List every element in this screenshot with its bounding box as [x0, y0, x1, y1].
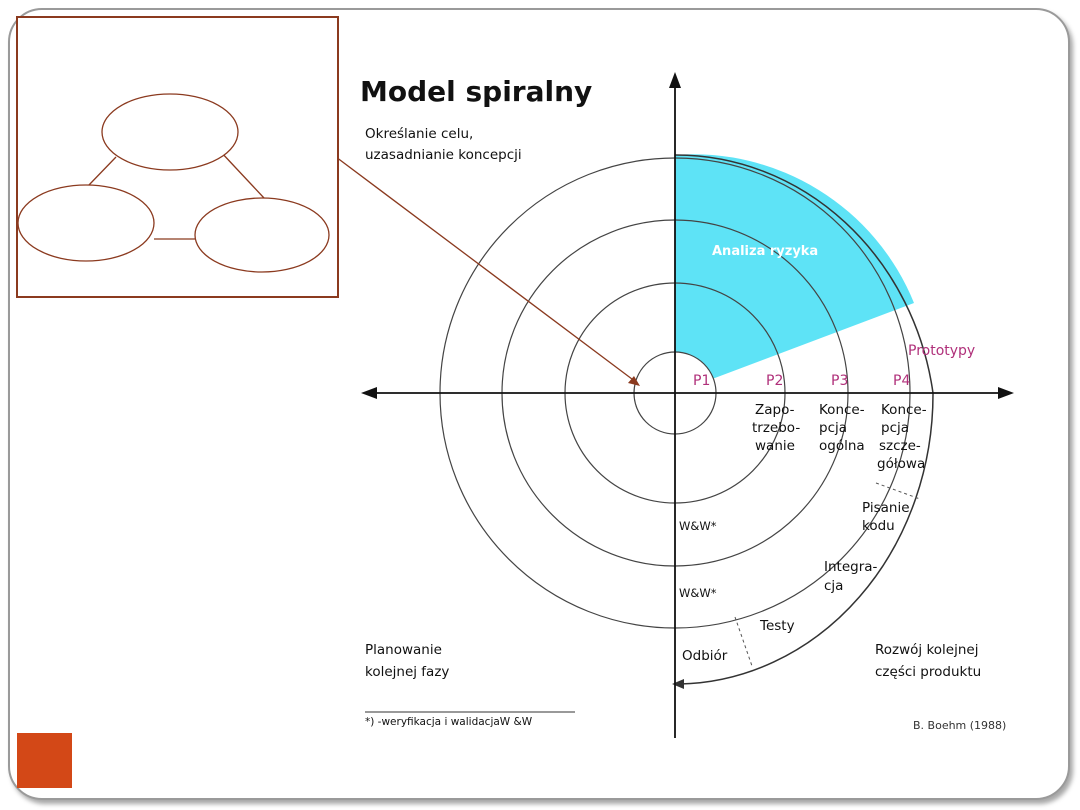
coding-label-1: Pisanie	[862, 500, 910, 516]
phase-p3: P3	[831, 373, 848, 389]
phase-p4: P4	[893, 373, 910, 389]
development-label-1: Rozwój kolejnej	[875, 642, 978, 658]
general-label-2: pcja	[819, 420, 847, 436]
ellipse-top	[101, 93, 239, 171]
detailed-label-3: szcze-	[879, 438, 921, 454]
footnote: *) -weryfikacja i walidacjaW &W	[365, 716, 533, 728]
outer-spiral-arc	[674, 154, 934, 685]
req-label-2: trzebo-	[752, 420, 800, 436]
goal-label-line2: uzasadnianie koncepcji	[365, 147, 522, 163]
vv-label-2: W&W*	[679, 586, 717, 600]
development-label-2: części produktu	[875, 664, 981, 680]
connector-left	[87, 156, 117, 187]
separator-tests	[734, 616, 753, 667]
diagram-title: Model spiralny	[360, 75, 592, 108]
phase-p1: P1	[693, 373, 710, 389]
detailed-label-4: gółowa	[877, 456, 925, 472]
req-label-3: wanie	[755, 438, 795, 454]
accent-square	[17, 733, 72, 788]
general-label-1: Konce-	[819, 402, 865, 418]
general-label-3: ogólna	[819, 438, 865, 454]
prototypes-label: Prototypy	[908, 343, 975, 359]
credit: B. Boehm (1988)	[913, 719, 1006, 732]
goal-label-line1: Określanie celu,	[365, 126, 473, 142]
connector-right	[219, 150, 265, 199]
ellipse-left	[17, 184, 155, 262]
detailed-label-2: pcja	[881, 420, 909, 436]
acceptance-label: Odbiór	[682, 648, 728, 664]
risk-analysis-label: Analiza ryzyka	[712, 244, 818, 259]
integration-label-1: Integra-	[824, 559, 878, 575]
phase-p2: P2	[766, 373, 783, 389]
detailed-label-1: Konce-	[881, 402, 927, 418]
integration-label-2: cja	[824, 578, 843, 594]
req-label-1: Zapo-	[755, 402, 795, 418]
goal-pointer-line	[335, 156, 637, 383]
x-axis-right-arrow	[998, 387, 1014, 399]
goal-pointer-arrowhead	[628, 376, 640, 386]
risk-analysis-sector	[675, 154, 914, 393]
vv-label-1: W&W*	[679, 519, 717, 533]
risk-sector-cut	[675, 352, 716, 393]
y-axis-up-arrow	[669, 72, 681, 88]
x-axis-left-arrow	[361, 387, 377, 399]
planning-label-2: kolejnej fazy	[365, 664, 449, 680]
separator-coding	[875, 482, 921, 500]
planning-label-1: Planowanie	[365, 642, 442, 658]
ellipse-right	[194, 197, 330, 273]
tests-label: Testy	[759, 618, 795, 634]
spiral-end-arrowhead	[672, 679, 684, 689]
triangle-ellipses-diagram	[17, 93, 330, 273]
inset-triangle-box	[16, 16, 339, 298]
coding-label-2: kodu	[862, 518, 895, 534]
